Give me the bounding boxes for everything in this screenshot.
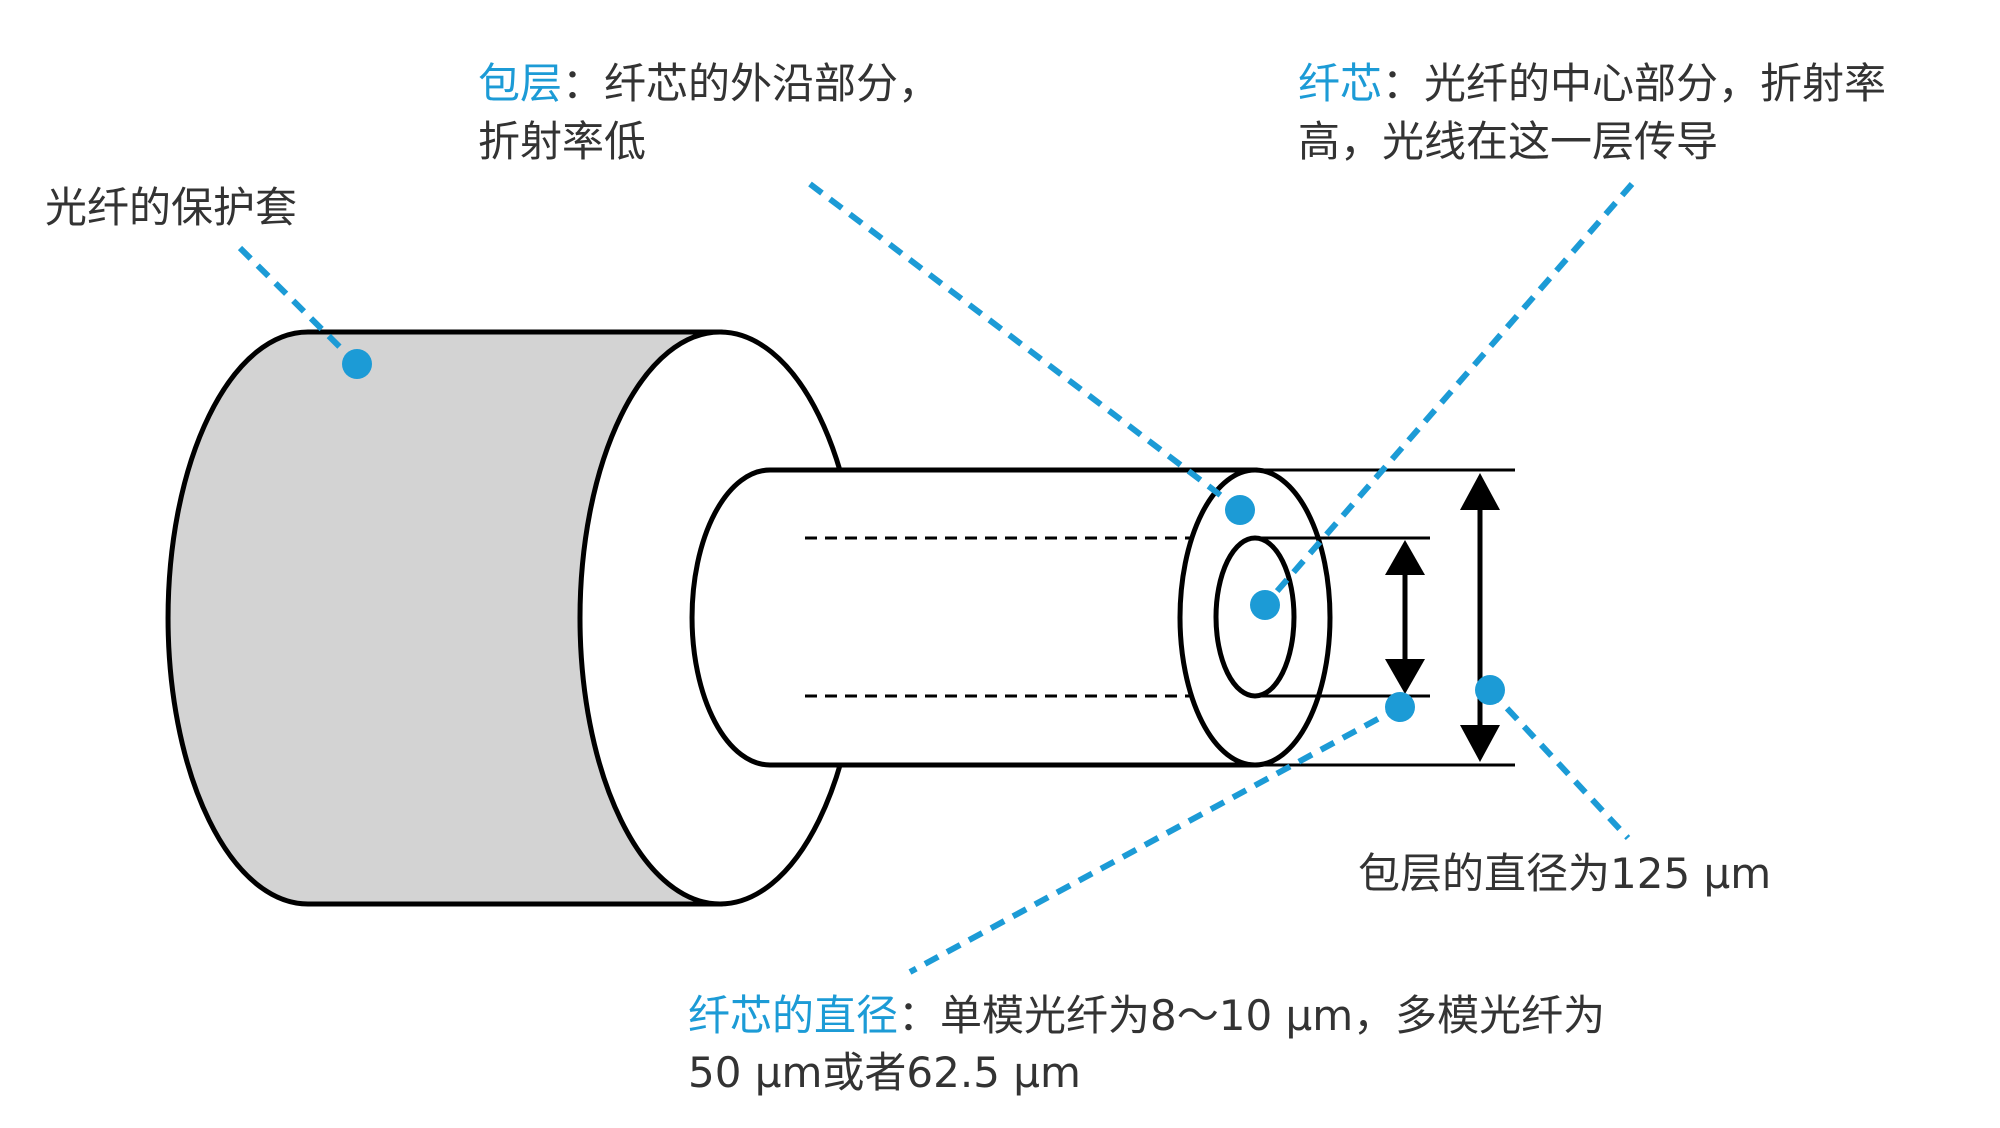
core-diameter-separator: ： <box>898 991 940 1040</box>
core-dot <box>1250 590 1280 620</box>
core-diameter-label: 纤芯的直径：单模光纤为8～10 μm，多模光纤为 50 μm或者62.5 μm <box>688 991 1605 1097</box>
core-diameter-dot <box>1385 692 1415 722</box>
cladding-separator: ： <box>562 59 604 108</box>
cladding-dot <box>1225 495 1255 525</box>
core-description-line2: 高，光线在这一层传导 <box>1298 117 1718 166</box>
svg-text:纤芯的直径：单模光纤为8～10 μm，多模光纤为: 纤芯的直径：单模光纤为8～10 μm，多模光纤为 <box>688 991 1605 1040</box>
cladding-diameter-leader <box>1487 687 1631 841</box>
callout-dots <box>342 349 1505 722</box>
cladding-description-line1: 纤芯的外沿部分， <box>604 59 940 108</box>
jacket-leader <box>237 245 360 367</box>
svg-text:纤芯：光纤的中心部分，折射率: 纤芯：光纤的中心部分，折射率 <box>1298 59 1886 108</box>
cladding-body <box>689 467 1258 768</box>
core-term: 纤芯 <box>1298 59 1382 108</box>
core-diameter-term: 纤芯的直径 <box>688 991 898 1040</box>
core-end-face <box>1213 535 1297 699</box>
cladding-diameter-arrow <box>1460 473 1500 762</box>
svg-text:包层：纤芯的外沿部分，: 包层：纤芯的外沿部分， <box>478 59 940 108</box>
core-diameter-arrow <box>1385 540 1425 694</box>
core-diameter-leader <box>908 704 1402 975</box>
cladding-label: 包层：纤芯的外沿部分， 折射率低 <box>478 59 940 166</box>
cladding-description-line2: 折射率低 <box>478 117 646 166</box>
cladding-diameter-dot <box>1475 675 1505 705</box>
core-description-line1: 光纤的中心部分，折射率 <box>1424 59 1886 108</box>
core-diameter-description-line1: 单模光纤为8～10 μm，多模光纤为 <box>940 991 1605 1040</box>
core-leader <box>1262 182 1635 607</box>
jacket-dot <box>342 349 372 379</box>
leader-lines <box>237 181 1635 975</box>
core-diameter-description-line2: 50 μm或者62.5 μm <box>688 1048 1081 1097</box>
cladding-diameter-label: 包层的直径为125 μm <box>1358 849 1771 898</box>
jacket-label: 光纤的保护套 <box>45 183 297 232</box>
jacket-body <box>165 329 723 907</box>
core-label: 纤芯：光纤的中心部分，折射率 高，光线在这一层传导 <box>1298 59 1886 166</box>
cladding-term: 包层 <box>478 59 562 108</box>
core-separator: ： <box>1382 59 1424 108</box>
cladding-leader <box>808 181 1242 513</box>
